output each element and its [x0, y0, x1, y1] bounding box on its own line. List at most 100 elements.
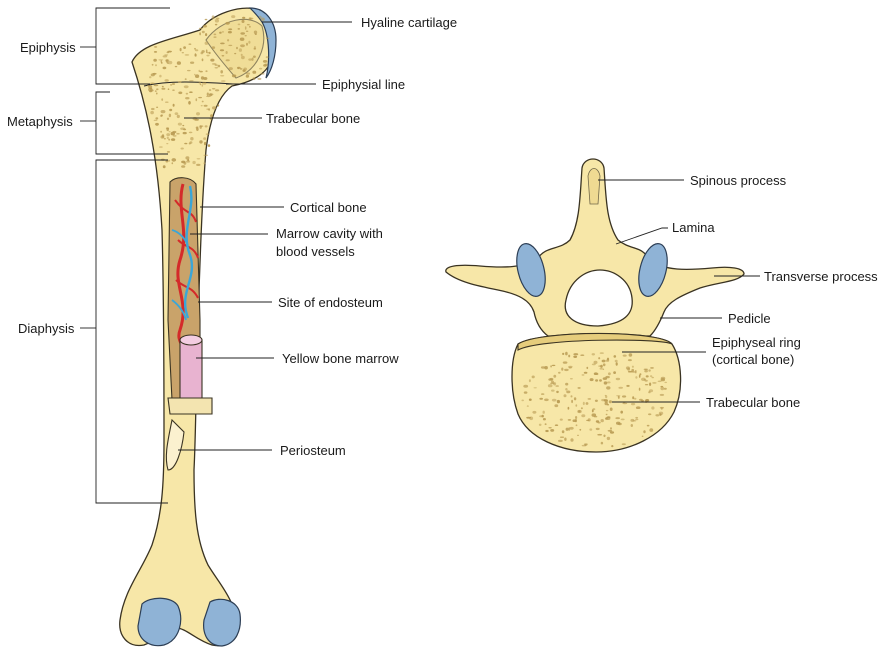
trabecular-pore	[606, 414, 608, 415]
trabecular-pore	[167, 52, 170, 54]
label-marrow-cavity-line1: Marrow cavity with	[276, 226, 383, 241]
trabecular-pore	[660, 387, 664, 391]
yellow-bone-marrow	[180, 338, 202, 406]
trabecular-pore	[239, 48, 242, 52]
trabecular-pore	[202, 101, 204, 103]
vertebral-body	[512, 334, 681, 453]
trabecular-pore	[202, 82, 206, 85]
trabecular-pore	[241, 54, 243, 56]
trabecular-pore	[218, 65, 221, 68]
trabecular-pore	[582, 374, 585, 375]
trabecular-pore	[213, 36, 216, 38]
trabecular-pore	[552, 399, 557, 402]
trabecular-pore	[169, 131, 171, 132]
trabecular-pore	[659, 412, 663, 415]
trabecular-pore	[164, 138, 166, 139]
lateral-condyle-cartilage	[204, 599, 241, 646]
trabecular-pore	[566, 391, 570, 394]
trabecular-pore	[210, 114, 213, 117]
trabecular-pore	[187, 159, 189, 161]
trabecular-pore	[543, 411, 545, 414]
trabecular-pore	[200, 71, 203, 73]
trabecular-pore	[168, 88, 170, 90]
trabecular-pore	[177, 61, 181, 65]
trabecular-pore	[631, 424, 633, 427]
label-epiphyseal-ring-line2: (cortical bone)	[712, 352, 794, 367]
trabecular-pore	[165, 102, 169, 103]
trabecular-pore	[208, 108, 210, 110]
trabecular-pore	[204, 155, 209, 156]
trabecular-pore	[161, 88, 165, 90]
trabecular-pore	[634, 398, 636, 400]
trabecular-pore	[243, 69, 246, 72]
trabecular-pore	[240, 44, 245, 47]
trabecular-pore	[240, 32, 245, 34]
trabecular-pore	[204, 142, 206, 145]
trabecular-pore	[649, 389, 653, 392]
trabecular-pore	[595, 379, 598, 381]
trabecular-pore	[523, 385, 528, 388]
trabecular-pore	[629, 353, 633, 356]
trabecular-pore	[552, 365, 556, 366]
trabecular-pore	[154, 51, 157, 53]
trabecular-pore	[661, 407, 663, 409]
trabecular-pore	[643, 430, 645, 433]
trabecular-pore	[184, 143, 187, 145]
trabecular-pore	[185, 156, 189, 159]
trabecular-pore	[205, 70, 207, 72]
trabecular-pore	[631, 369, 634, 372]
trabecular-pore	[201, 105, 203, 106]
trabecular-pore	[603, 369, 605, 370]
trabecular-pore	[201, 50, 204, 53]
trabecular-pore	[606, 410, 609, 411]
trabecular-pore	[178, 123, 182, 126]
trabecular-pore	[150, 83, 155, 85]
trabecular-pore	[565, 352, 568, 356]
femur-illustration	[120, 8, 276, 646]
label-lamina: Lamina	[672, 220, 715, 235]
trabecular-pore	[649, 383, 651, 386]
trabecular-pore	[568, 407, 570, 410]
trabecular-pore	[664, 382, 667, 383]
trabecular-pore	[616, 378, 620, 380]
trabecular-pore	[607, 437, 610, 440]
trabecular-pore	[234, 53, 236, 54]
trabecular-pore	[263, 64, 267, 67]
label-cortical-bone: Cortical bone	[290, 200, 367, 215]
trabecular-pore	[159, 146, 163, 148]
trabecular-pore	[658, 381, 662, 383]
trabecular-pore	[227, 39, 229, 41]
trabecular-pore	[545, 423, 547, 425]
trabecular-pore	[249, 17, 252, 19]
trabecular-pore	[249, 26, 251, 28]
label-epiphysial-line: Epiphysial line	[322, 77, 405, 92]
trabecular-pore	[561, 368, 563, 371]
trabecular-pore	[215, 24, 217, 26]
trabecular-pore	[183, 132, 187, 134]
trabecular-pore	[175, 112, 179, 115]
trabecular-pore	[229, 67, 233, 70]
trabecular-pore	[199, 28, 202, 29]
trabecular-pore	[589, 428, 592, 430]
trabecular-pore	[601, 419, 604, 422]
trabecular-pore	[573, 353, 578, 355]
trabecular-pore	[196, 98, 198, 101]
trabecular-pore	[238, 28, 241, 30]
trabecular-pore	[226, 59, 230, 61]
trabecular-pore	[169, 109, 172, 111]
trabecular-pore	[167, 137, 169, 140]
trabecular-pore	[202, 58, 204, 61]
trabecular-pore	[156, 88, 159, 90]
trabecular-pore	[173, 135, 177, 136]
trabecular-pore	[220, 75, 224, 76]
trabecular-pore	[241, 56, 245, 59]
label-periosteum: Periosteum	[280, 443, 346, 458]
trabecular-pore	[206, 133, 210, 135]
trabecular-pore	[652, 382, 656, 384]
trabecular-pore	[205, 19, 208, 21]
trabecular-pore	[594, 416, 598, 418]
trabecular-pore	[542, 415, 544, 418]
trabecular-pore	[252, 71, 256, 74]
trabecular-pore	[548, 384, 553, 387]
trabecular-pore	[613, 371, 616, 374]
